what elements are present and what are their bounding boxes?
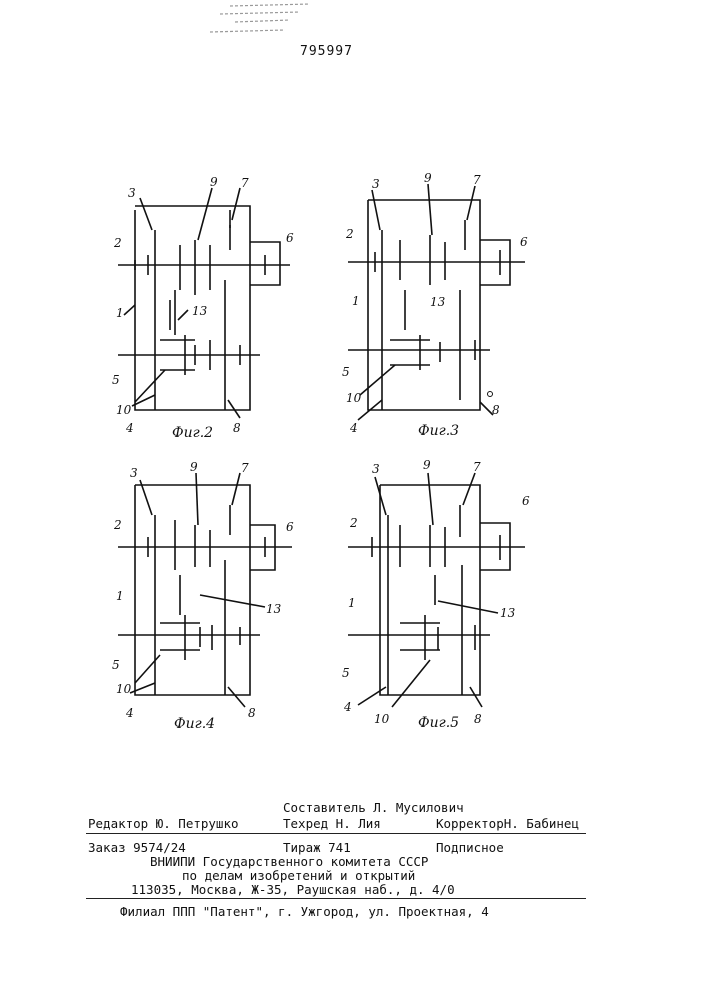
fig3-label-13: 13	[430, 295, 446, 309]
fig2-label-5: 5	[112, 373, 120, 387]
fig5-label-3: 3	[372, 462, 380, 476]
fig4-label-2: 2	[113, 518, 122, 532]
branch: Филиал ППП "Патент", г. Ужгород, ул. Про…	[120, 904, 489, 919]
fig3-caption: Фиг.3	[418, 423, 459, 439]
fig4-label-3: 3	[130, 466, 138, 480]
fig2-label-3: 3	[128, 186, 136, 200]
address: 113035, Москва, Ж-35, Раушская наб., д. …	[131, 882, 455, 897]
rule-top	[86, 833, 586, 834]
figure-3: 3 9 7 2 6 1 13 5 10 4 8 Фиг.3	[330, 170, 540, 450]
fig5-label-5: 5	[342, 666, 350, 680]
fig4-label-7: 7	[241, 461, 249, 475]
circulation: Тираж 741	[283, 840, 351, 855]
rule-bottom	[86, 898, 586, 899]
order: Заказ 9574/24	[88, 840, 186, 855]
fig2-label-4: 4	[125, 421, 134, 435]
fig2-label-9: 9	[210, 175, 218, 189]
fig5-label-6: 6	[522, 494, 530, 508]
fig3-label-8: 8	[492, 403, 500, 417]
fig3-label-7: 7	[473, 173, 481, 187]
org-line-1: ВНИИПИ Государственного комитета СССР	[150, 854, 428, 869]
fig4-caption: Фиг.4	[174, 716, 215, 732]
fig3-label-10: 10	[346, 391, 362, 405]
fig5-label-2: 2	[349, 516, 358, 530]
fig3-label-2: 2	[345, 227, 354, 241]
compiler: Составитель Л. Мусилович	[283, 800, 464, 815]
techred: Техред Н. Лия	[283, 816, 381, 831]
org-line-2: по делам изобретений и открытий	[182, 868, 415, 883]
fig4-label-8: 8	[248, 706, 256, 720]
fig2-caption: Фиг.2	[172, 425, 213, 441]
fig2-label-2: 2	[113, 236, 122, 250]
fig3-label-6: 6	[520, 235, 528, 249]
fig2-label-6: 6	[286, 231, 294, 245]
fig2-label-7: 7	[241, 176, 249, 190]
figure-4: 3 9 7 2 6 1 13 5 10 4 8 Фиг.4	[100, 455, 310, 745]
fig4-label-4: 4	[125, 706, 134, 720]
fig2-label-13: 13	[192, 304, 208, 318]
fig3-label-5: 5	[342, 365, 350, 379]
header-smudge	[190, 0, 350, 45]
patent-number: 795997	[300, 44, 353, 59]
fig5-label-13: 13	[500, 606, 516, 620]
fig5-label-4: 4	[343, 700, 352, 714]
fig4-label-5: 5	[112, 658, 120, 672]
figure-2: 3 9 7 2 6 1 13 5 10 4 8 Фиг.2	[100, 170, 310, 450]
fig2-label-1: 1	[116, 306, 124, 320]
fig2-label-8: 8	[233, 421, 241, 435]
fig4-label-1: 1	[116, 589, 124, 603]
fig4-label-13: 13	[266, 602, 282, 616]
fig3-label-9: 9	[424, 171, 432, 185]
fig3-label-1: 1	[352, 294, 360, 308]
fig5-label-10: 10	[374, 712, 390, 726]
fig5-caption: Фиг.5	[418, 715, 459, 731]
fig4-label-10: 10	[116, 682, 132, 696]
corrector: КорректорН. Бабинец	[436, 816, 579, 831]
figure-5: 3 9 7 2 6 1 13 5 4 10 8 Фиг.5	[330, 455, 540, 745]
fig4-label-6: 6	[286, 520, 294, 534]
subscription: Подписное	[436, 840, 504, 855]
fig3-label-4: 4	[349, 421, 358, 435]
fig4-label-9: 9	[190, 460, 198, 474]
editor: Редактор Ю. Петрушко	[88, 816, 239, 831]
fig5-label-7: 7	[473, 460, 481, 474]
fig5-label-1: 1	[348, 596, 356, 610]
fig5-label-9: 9	[423, 458, 431, 472]
fig3-label-3: 3	[372, 177, 380, 191]
fig2-label-10: 10	[116, 403, 132, 417]
fig5-label-8: 8	[474, 712, 482, 726]
